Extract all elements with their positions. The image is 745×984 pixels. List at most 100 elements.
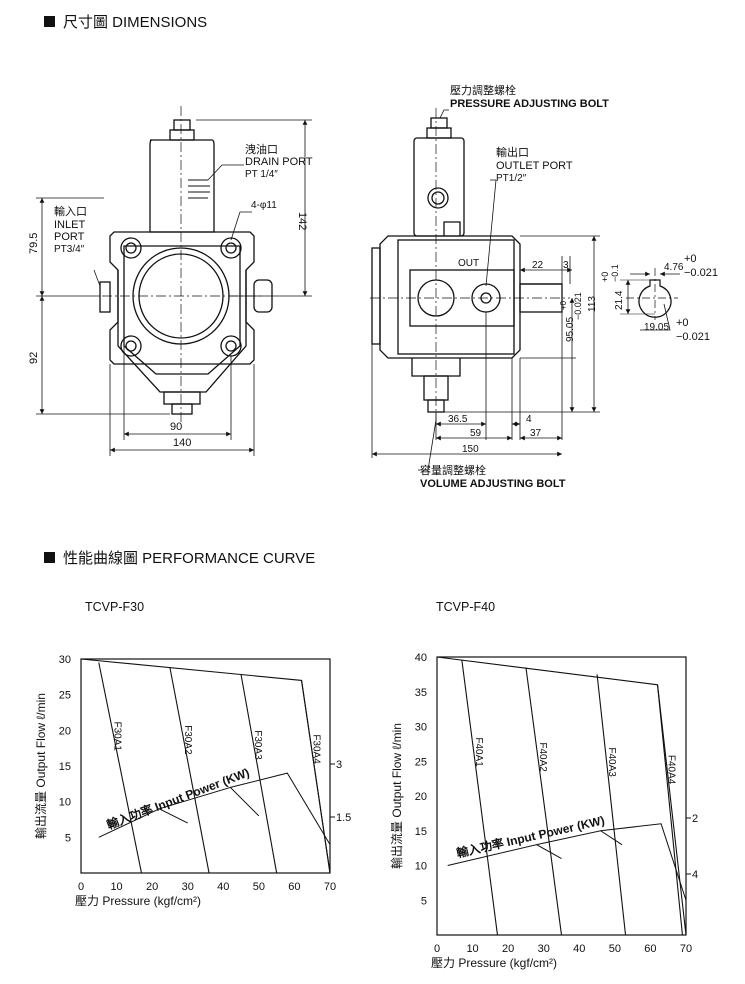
inlet-port-en2: PORT	[54, 231, 85, 243]
dim-90: 90	[170, 421, 182, 433]
y-axis-label: 輸出流量 Output Flow ℓ/min	[33, 693, 48, 839]
bullet-square-icon	[44, 552, 55, 563]
tol-214-a: +0	[600, 272, 610, 282]
dim-36-5: 36.5	[448, 414, 468, 425]
power-label: 輸入功率 Input Power (KW)	[455, 812, 606, 860]
series-line	[98, 662, 143, 874]
y-tick-label: 25	[415, 756, 427, 768]
x-tick-label: 60	[288, 881, 300, 893]
dim-92: 92	[28, 352, 40, 364]
dim-79-5: 79.5	[28, 233, 40, 254]
y-tick-label: 15	[59, 761, 71, 773]
series-label: F30A3	[252, 730, 263, 760]
power-tick-label: 4	[692, 869, 698, 881]
x-tick-label: 70	[680, 943, 692, 955]
x-tick-label: 60	[644, 943, 656, 955]
bullet-square-icon	[44, 16, 55, 27]
dim-59: 59	[470, 428, 482, 439]
dim-37: 37	[530, 428, 542, 439]
max-flow-line	[436, 656, 687, 936]
dim-21-4: 21.4	[614, 290, 625, 310]
chart-title-f40: TCVP-F40	[436, 600, 496, 614]
series-line	[525, 667, 563, 936]
series-label: F40A2	[537, 742, 548, 772]
side-upper-housing	[413, 137, 465, 237]
side-main-body	[379, 235, 521, 359]
y-tick-label: 25	[59, 690, 71, 702]
x-tick-label: 20	[502, 943, 514, 955]
series-line	[240, 674, 278, 874]
power-curve	[230, 772, 331, 845]
dimensions-heading: 尺寸圖 DIMENSIONS	[44, 11, 207, 32]
pressure-bolt-en: PRESSURE ADJUSTING BOLT	[450, 98, 609, 110]
dim-142: 142	[296, 212, 308, 230]
drain-port-size: PT 1/4″	[245, 169, 278, 180]
y-tick-label: 15	[415, 826, 427, 838]
y-tick-label: 30	[415, 722, 427, 734]
max-flow-line	[80, 658, 331, 874]
dim-3: 3	[563, 260, 569, 271]
x-tick-label: 0	[78, 881, 84, 893]
tol-1905-b: −0.021	[676, 331, 710, 343]
x-axis-label: 壓力 Pressure (kgf/cm²)	[75, 894, 201, 908]
y-tick-label: 35	[415, 687, 427, 699]
y-tick-label: 20	[59, 725, 71, 737]
tol-476-a: +0	[684, 253, 697, 265]
x-tick-label: 40	[217, 881, 229, 893]
x-tick-label: 10	[466, 943, 478, 955]
shaft-detail	[620, 268, 680, 331]
series-line	[461, 660, 499, 936]
x-tick-label: 40	[573, 943, 585, 955]
inlet-port-en1: INLET	[54, 219, 85, 231]
y-tick-label: 30	[59, 654, 71, 666]
tol-214-b: −0.1	[610, 264, 620, 282]
holes-label: 4-φ11	[251, 200, 277, 211]
y-tick-label: 20	[415, 791, 427, 803]
series-label: F30A1	[112, 721, 123, 751]
series-label: F30A4	[311, 734, 322, 764]
series-label: F30A2	[182, 725, 193, 755]
tol-95-a: +0	[559, 300, 568, 310]
side-view: OUT	[370, 108, 570, 424]
drain-port-en: DRAIN PORT	[245, 156, 313, 168]
y-tick-label: 5	[421, 895, 427, 907]
series-line	[169, 667, 210, 874]
series-label: F40A1	[473, 737, 484, 767]
dim-113: 113	[587, 296, 598, 312]
performance-title: 性能曲線圖 PERFORMANCE CURVE	[63, 550, 316, 567]
inlet-port-cn: 輸入口	[54, 204, 87, 218]
dimensions-title: 尺寸圖 DIMENSIONS	[63, 14, 208, 31]
tol-1905-a: +0	[676, 317, 689, 329]
y-tick-label: 10	[59, 797, 71, 809]
y-tick-label: 5	[65, 832, 71, 844]
power-curve	[600, 823, 687, 901]
pressure-bolt-cn: 壓力調整螺栓	[450, 83, 516, 97]
series-line	[656, 684, 683, 936]
dim-19-05: 19.05	[644, 322, 669, 333]
front-view	[99, 106, 273, 424]
y-tick-label: 40	[415, 652, 427, 664]
x-tick-label: 50	[253, 881, 265, 893]
volume-bolt-en: VOLUME ADJUSTING BOLT	[420, 478, 566, 490]
series-line	[596, 674, 627, 936]
x-tick-label: 70	[324, 881, 336, 893]
outlet-port-cn: 輸出口	[496, 145, 529, 159]
series-label: F40A4	[666, 755, 677, 785]
inlet-port-size: PT3/4″	[54, 244, 85, 255]
top-bolt-head	[173, 119, 191, 131]
x-tick-label: 50	[609, 943, 621, 955]
x-tick-label: 30	[182, 881, 194, 893]
x-tick-label: 10	[110, 881, 122, 893]
series-line	[300, 680, 331, 874]
drain-port-cn: 洩油口	[245, 142, 278, 156]
dim-4-76: 4.76	[664, 262, 684, 273]
tol-476-b: −0.021	[684, 267, 718, 279]
plot-frame	[436, 656, 687, 936]
plot-frame	[80, 658, 331, 874]
x-axis-label: 壓力 Pressure (kgf/cm²)	[431, 956, 557, 970]
x-tick-label: 20	[146, 881, 158, 893]
volume-bolt-cn: 容量調整螺栓	[420, 463, 486, 477]
y-axis-label: 輸出流量 Output Flow ℓ/min	[389, 723, 404, 869]
